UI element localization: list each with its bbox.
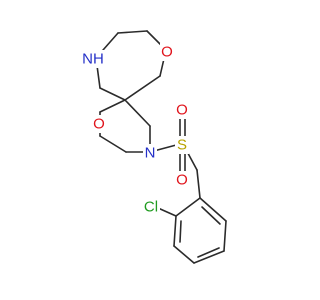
label-bg bbox=[143, 144, 157, 162]
bond bbox=[173, 215, 177, 247]
label-bg bbox=[160, 43, 174, 61]
atom-nh: NH bbox=[82, 51, 104, 68]
bond bbox=[193, 250, 225, 264]
bond bbox=[173, 245, 195, 264]
atom-o-sulfonyl-up: O bbox=[176, 102, 188, 119]
atom-o-morpholine: O bbox=[93, 116, 105, 133]
chlorophenyl-ring bbox=[157, 169, 227, 264]
atom-n-sulfonamide: N bbox=[145, 145, 156, 162]
bond bbox=[157, 207, 177, 217]
bond bbox=[197, 247, 220, 258]
oxazepane-ring bbox=[95, 30, 167, 101]
atom-s: S bbox=[177, 137, 187, 154]
bond bbox=[179, 220, 182, 243]
bond bbox=[201, 206, 221, 225]
label-bg bbox=[175, 136, 189, 154]
bond bbox=[124, 99, 151, 127]
bond bbox=[175, 197, 201, 217]
bond bbox=[117, 30, 148, 34]
bond bbox=[99, 87, 126, 101]
label-bg bbox=[142, 198, 160, 216]
atom-cl: Cl bbox=[144, 199, 158, 216]
label-bg bbox=[80, 50, 106, 68]
bond bbox=[99, 99, 126, 113]
bond bbox=[223, 220, 227, 252]
atom-labels: NH O O N S O O Cl bbox=[80, 43, 189, 216]
morpholine-ring bbox=[99, 99, 151, 153]
label-bg bbox=[92, 115, 106, 133]
structure-canvas: NH O O N S O O Cl bbox=[80, 30, 227, 264]
atom-o-ring: O bbox=[161, 44, 173, 61]
label-bg bbox=[175, 171, 189, 189]
sulfonyl-group bbox=[149, 109, 198, 179]
bond bbox=[199, 197, 227, 222]
bond bbox=[124, 75, 161, 101]
bond bbox=[99, 135, 127, 153]
bond bbox=[196, 169, 201, 199]
molecule-diagram: NH O O N S O O Cl bbox=[80, 30, 227, 264]
atom-o-sulfonyl-down: O bbox=[176, 172, 188, 189]
label-bg bbox=[175, 101, 189, 119]
